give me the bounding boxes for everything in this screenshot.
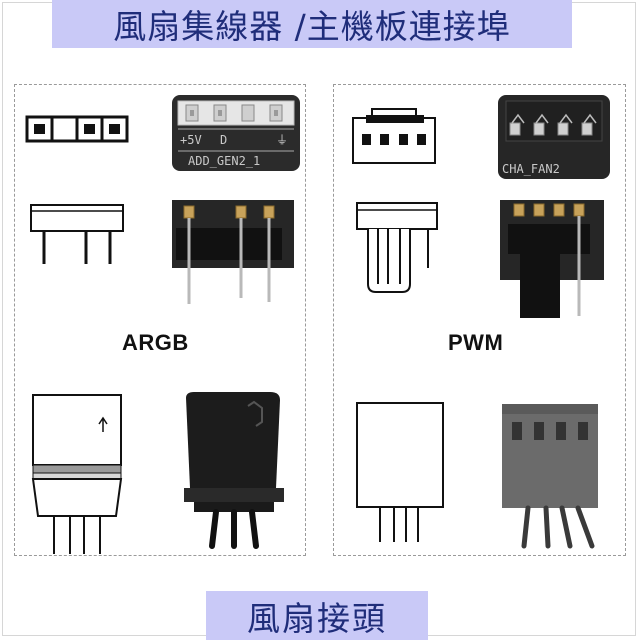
argb-panel [14, 84, 306, 556]
argb-pin-label-5v: +5V [180, 133, 202, 147]
pwm-section-label: PWM [448, 330, 504, 355]
footer-title: 風扇接頭 [247, 598, 387, 638]
pwm-header-side-diagram [356, 202, 438, 293]
page-title: 風扇集線器 /主機板連接埠 [113, 7, 511, 46]
argb-pin-label-ground: ⏚ [276, 133, 288, 147]
pwm-header-side-photo [500, 200, 604, 318]
argb-fan-connector-diagram [31, 394, 123, 554]
pwm-fan-connector-diagram [356, 402, 444, 542]
title-banner: 風扇集線器 /主機板連接埠 [52, 0, 572, 48]
pwm-header-name: CHA_FAN2 [502, 162, 560, 176]
argb-pin-label-d: D [220, 133, 227, 147]
argb-fan-connector-photo [184, 392, 284, 549]
argb-section-label: ARGB [122, 330, 189, 355]
pwm-fan-connector-photo [502, 404, 598, 549]
argb-header-side-photo [172, 200, 294, 304]
pwm-motherboard-header-photo: CHA_FAN2 [498, 95, 610, 179]
argb-header-side-diagram [30, 204, 124, 264]
footer-banner: 風扇接頭 [206, 591, 428, 640]
argb-header-pinout-diagram [25, 115, 129, 143]
argb-header-name: ADD_GEN2_1 [188, 154, 260, 168]
pwm-header-pinout-diagram [352, 108, 436, 164]
argb-motherboard-header-photo: +5V D ⏚ ADD_GEN2_1 [172, 95, 300, 171]
pwm-panel [333, 84, 626, 556]
